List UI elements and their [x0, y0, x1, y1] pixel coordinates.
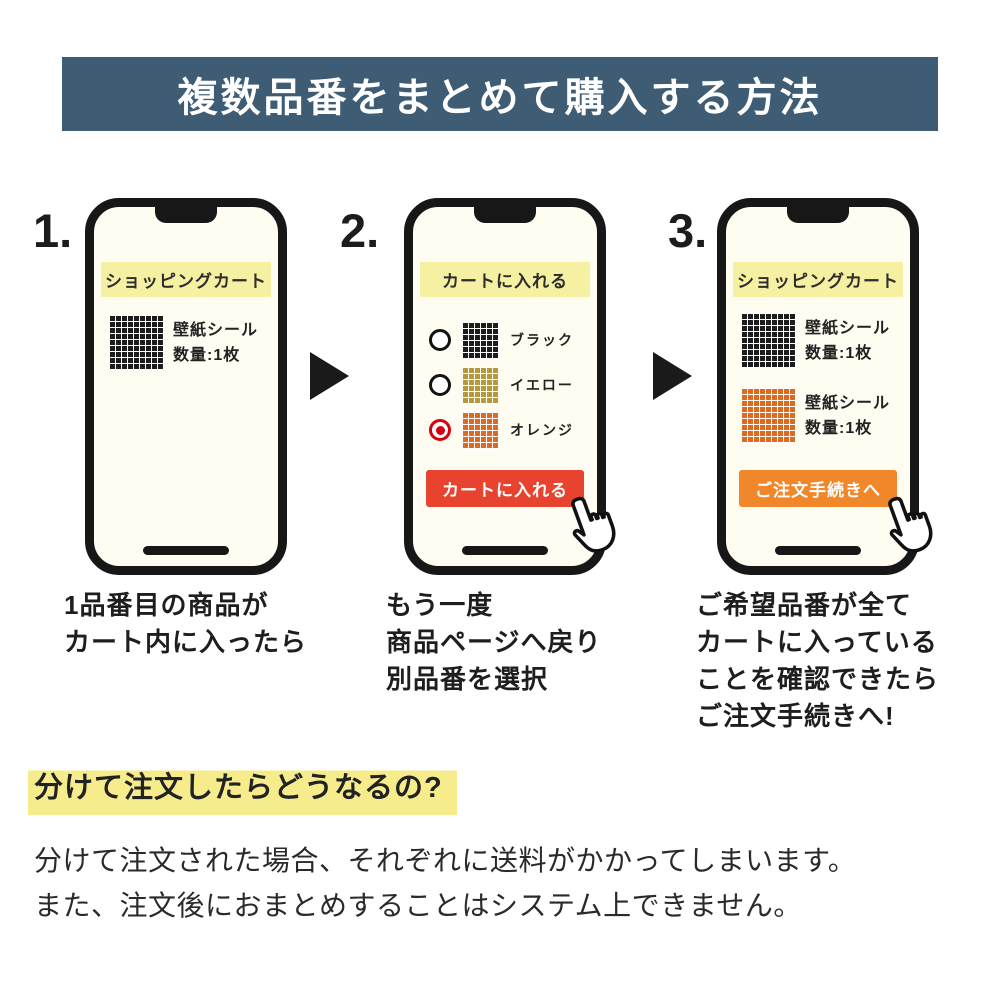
phone-notch	[155, 206, 217, 223]
step-3-caption: ご希望品番が全て カートに入っている ことを確認できたら ご注文手続きへ!	[696, 587, 939, 735]
item-name: 壁紙シール	[805, 394, 891, 412]
footer-body: 分けて注文された場合、それぞれに送料がかかってしまいます。 また、注文後におまと…	[34, 838, 856, 928]
cart-item: 壁紙シール 数量:1枚	[109, 315, 258, 370]
swatch-orange-icon	[462, 411, 499, 449]
phone-step-3: ショッピングカート 壁紙シール 数量:1枚 壁紙シール 数量:1枚 ご注文手続き…	[717, 198, 933, 575]
radio-unselected-icon	[429, 329, 451, 351]
caption-line: 商品ページへ戻り	[386, 627, 602, 657]
color-option-black: ブラック	[429, 321, 574, 359]
item-name: 壁紙シール	[173, 321, 259, 339]
caption-line: 別品番を選択	[386, 664, 549, 694]
caption-line: カート内に入ったら	[64, 627, 308, 657]
option-label: ブラック	[510, 332, 574, 348]
swatch-yellow-icon	[462, 366, 499, 404]
product-swatch-orange-icon	[741, 388, 796, 443]
cart-item-text: 壁紙シール 数量:1枚	[805, 391, 890, 441]
add-to-cart-banner: カートに入れる	[420, 262, 590, 297]
caption-line: カートに入っている	[696, 627, 938, 657]
hand-cursor-icon	[869, 481, 954, 566]
cart-item: 壁紙シール 数量:1枚	[741, 388, 890, 443]
option-label: イエロー	[510, 377, 574, 393]
step-2-number: 2.	[340, 204, 380, 257]
caption-line: ご注文手続きへ!	[696, 701, 895, 731]
phone-home-bar	[775, 546, 861, 555]
product-swatch-black-icon	[741, 313, 796, 368]
item-name: 壁紙シール	[805, 319, 891, 337]
phone-home-bar	[462, 546, 548, 555]
product-swatch-black-icon	[109, 315, 164, 370]
step-3-number: 3.	[668, 204, 708, 257]
footer-body-line: また、注文後におまとめすることはシステム上できません。	[34, 890, 802, 921]
phone-home-bar	[143, 546, 229, 555]
next-step-arrow-icon	[653, 352, 692, 400]
phone-notch	[474, 206, 536, 223]
cart-item: 壁紙シール 数量:1枚	[741, 313, 890, 368]
phone-step-1: ショッピングカート 壁紙シール 数量:1枚	[85, 198, 287, 575]
caption-line: ことを確認できたら	[696, 664, 940, 694]
caption-line: ご希望品番が全て	[696, 590, 913, 620]
step-1-number: 1.	[33, 204, 73, 257]
swatch-black-icon	[462, 321, 499, 359]
shopping-cart-banner: ショッピングカート	[733, 262, 903, 297]
cart-item-text: 壁紙シール 数量:1枚	[173, 318, 258, 368]
page-title-banner: 複数品番をまとめて購入する方法	[62, 57, 938, 131]
step-1-caption: 1品番目の商品が カート内に入ったら	[64, 587, 307, 661]
cart-item-text: 壁紙シール 数量:1枚	[805, 316, 890, 366]
footer-heading: 分けて注文したらどうなるの?	[28, 761, 457, 815]
next-step-arrow-icon	[310, 352, 349, 400]
page-title: 複数品番をまとめて購入する方法	[177, 76, 823, 120]
radio-unselected-icon	[429, 374, 451, 396]
color-option-yellow: イエロー	[429, 366, 574, 404]
caption-line: 1品番目の商品が	[64, 590, 269, 620]
item-quantity: 数量:1枚	[805, 344, 873, 362]
add-to-cart-button: カートに入れる	[426, 470, 584, 507]
radio-selected-icon	[429, 419, 451, 441]
checkout-button: ご注文手続きへ	[739, 470, 897, 507]
step-2-caption: もう一度 商品ページへ戻り 別品番を選択	[386, 587, 601, 698]
color-option-orange: オレンジ	[429, 411, 574, 449]
item-quantity: 数量:1枚	[173, 346, 241, 364]
footer-body-line: 分けて注文された場合、それぞれに送料がかかってしまいます。	[34, 845, 857, 876]
phone-step-2: カートに入れる ブラック イエロー オレンジ カートに入れる	[404, 198, 616, 575]
shopping-cart-banner: ショッピングカート	[101, 262, 271, 297]
item-quantity: 数量:1枚	[805, 419, 873, 437]
hand-cursor-icon	[552, 481, 637, 566]
phone-notch	[787, 206, 849, 223]
option-label: オレンジ	[510, 422, 574, 438]
caption-line: もう一度	[386, 590, 494, 620]
